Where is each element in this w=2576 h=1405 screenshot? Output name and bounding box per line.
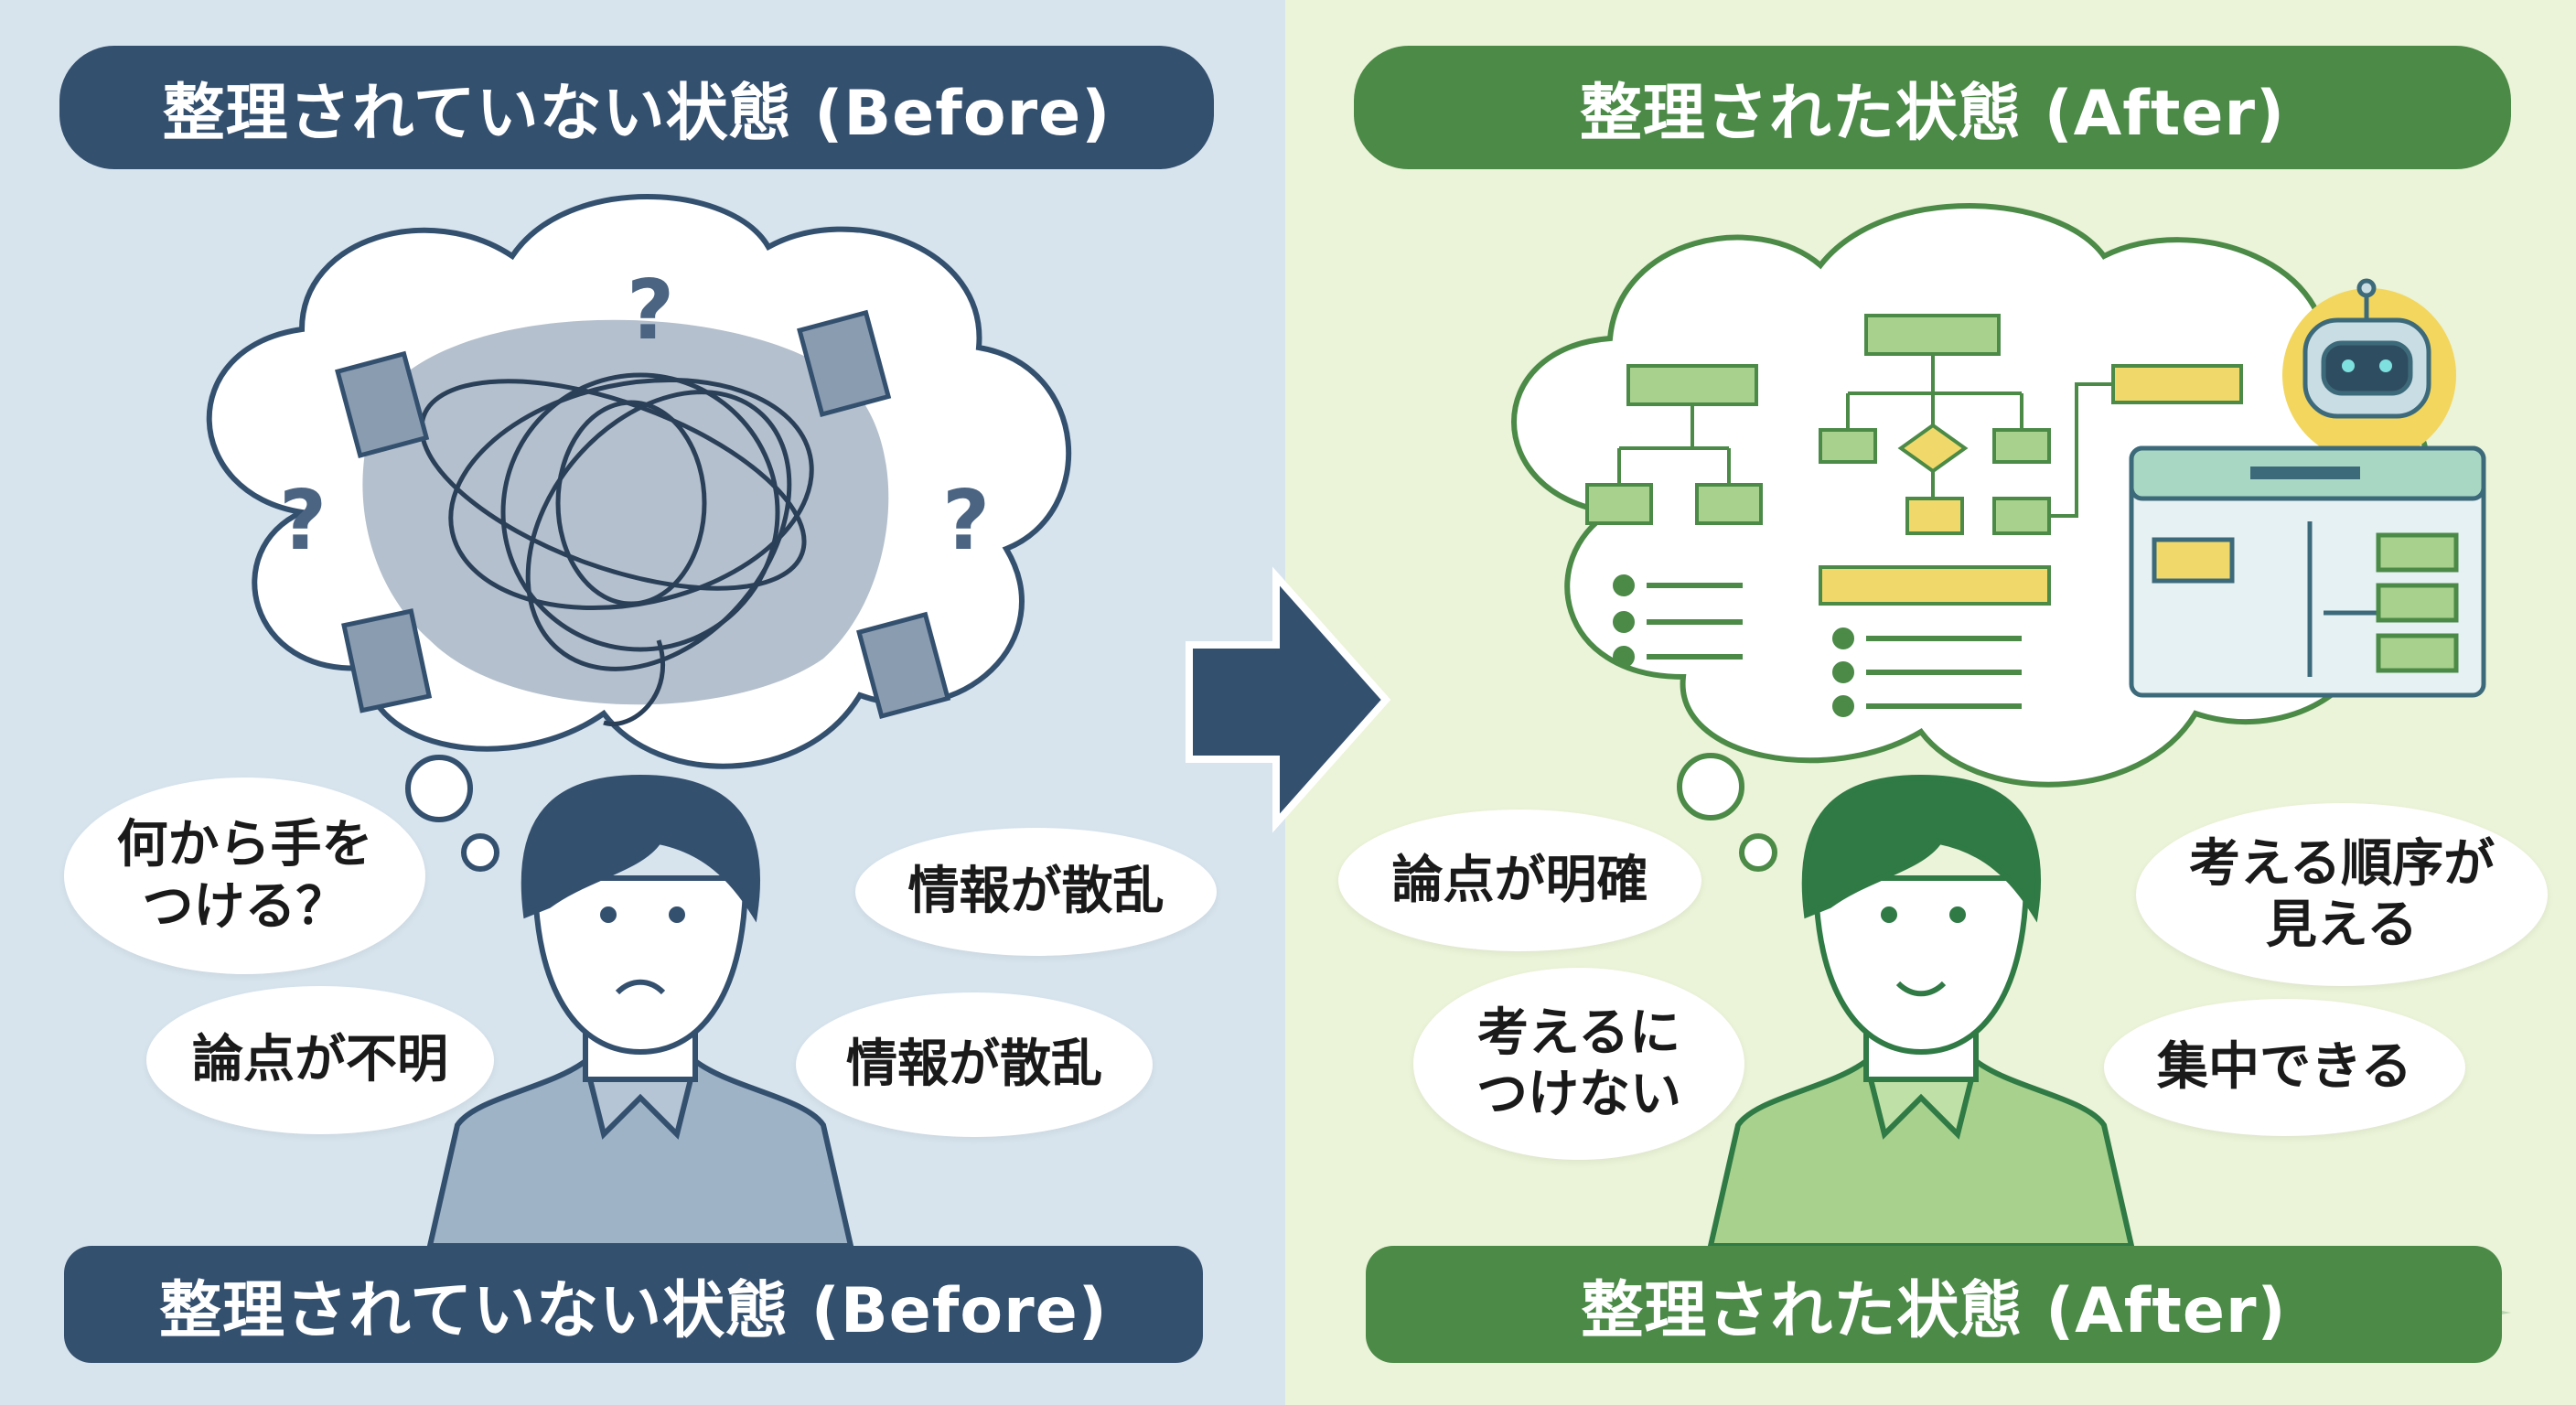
workflow-board-icon (2129, 445, 2486, 698)
bubble-text: 考えるに つけない (1476, 1003, 1681, 1124)
svg-text:?: ? (627, 263, 674, 359)
tangle-icon (419, 372, 814, 726)
svg-text:?: ? (942, 473, 990, 569)
question-mark-icons: ??? (279, 263, 990, 569)
robot-icon (2282, 278, 2456, 462)
before-bottom-title: 整理されていない状態 (Before) (64, 1246, 1203, 1363)
svg-text:?: ? (279, 473, 327, 569)
before-top-title: 整理されていない状態 (Before) (59, 46, 1214, 169)
speech-bubble: 集中できる (2104, 999, 2465, 1136)
bubble-text: 情報が散乱 (907, 862, 1165, 922)
flowchart-icon (1585, 314, 2243, 606)
speech-bubble: 論点が不明 (146, 986, 494, 1134)
happy-person (1707, 774, 2135, 1249)
bubble-text: 何から手を つける？ (116, 815, 373, 937)
bubble-text: 論点が不明 (192, 1030, 448, 1090)
after-bottom-title: 整理された状態 (After) (1366, 1246, 2502, 1363)
bullet-list-icon (1613, 574, 2022, 717)
bubble-text: 考える順序が 見える (2188, 833, 2496, 955)
arrow-right-icon (1186, 566, 1391, 833)
confused-person (426, 774, 854, 1249)
before-thought-cloud: ??? (206, 194, 1072, 872)
after-thought-cloud (1511, 203, 2486, 872)
after-top-title: 整理された状態 (After) (1354, 46, 2511, 169)
speech-bubble: 考えるに つけない (1413, 968, 1744, 1160)
speech-bubble: 情報が散乱 (855, 828, 1217, 956)
document-icons (335, 309, 951, 720)
speech-bubble: 論点が明確 (1338, 810, 1701, 951)
bubble-text: 集中できる (2157, 1037, 2412, 1098)
bubble-text: 情報が散乱 (846, 1035, 1102, 1095)
speech-bubble: 何から手を つける？ (64, 778, 425, 974)
bubble-text: 論点が明確 (1391, 850, 1648, 910)
speech-bubble: 考える順序が 見える (2136, 803, 2548, 986)
speech-bubble: 情報が散乱 (796, 992, 1153, 1137)
